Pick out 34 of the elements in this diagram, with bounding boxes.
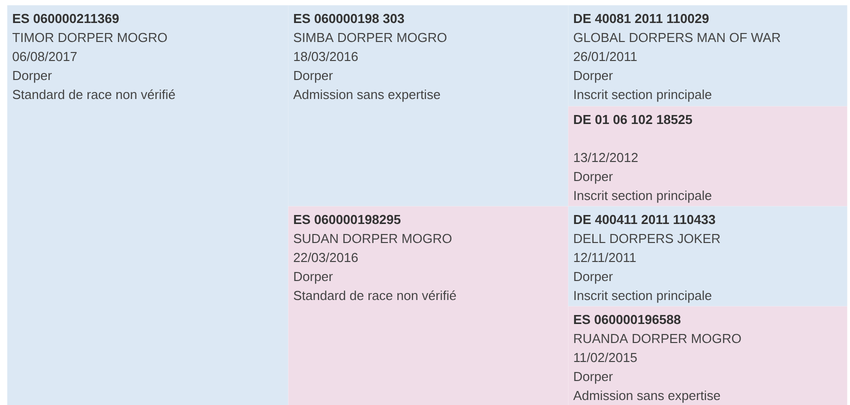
registration-number: DE 40081 2011 110029 — [574, 14, 709, 24]
breed-name: Dorper — [574, 71, 613, 83]
breed-name: Dorper — [294, 71, 333, 83]
breed-name: Dorper — [574, 172, 613, 184]
animal-name: SUDAN DORPER MOGRO — [294, 234, 452, 244]
birth-date: 22/03/2016 — [294, 252, 358, 262]
breed-name: Dorper — [13, 71, 52, 83]
breed-name: Dorper — [574, 372, 613, 384]
status-text: Admission sans expertise — [293, 90, 440, 102]
animal-name: RUANDA DORPER MOGRO — [574, 334, 741, 344]
status-text: Inscrit section principale — [574, 190, 712, 203]
birth-date: 13/12/2012 — [574, 152, 638, 162]
registration-number: DE 01 06 102 18525 — [574, 114, 692, 124]
animal-name: TIMOR DORPER MOGRO — [12, 32, 167, 42]
birth-date: 06/08/2017 — [12, 52, 77, 62]
registration-number: DE 400411 2011 110433 — [574, 214, 716, 224]
animal-name: SIMBA DORPER MOGRO — [294, 32, 446, 42]
birth-date: 11/02/2015 — [574, 352, 637, 362]
status-text: Inscrit section principale — [574, 90, 712, 102]
breed-name: Dorper — [294, 272, 333, 284]
birth-date: 26/01/2011 — [574, 52, 637, 62]
status-text: Standard de race non vérifié — [12, 89, 175, 100]
animal-name: DELL DORPERS JOKER — [574, 234, 720, 244]
status-text: Inscrit section principale — [574, 290, 712, 303]
birth-date: 12/11/2011 — [574, 252, 636, 262]
breed-name: Dorper — [574, 272, 613, 284]
status-text: Admission sans expertise — [573, 390, 720, 403]
status-text: Standard de race non vérifié — [294, 290, 456, 300]
registration-number: ES 060000211369 — [13, 14, 119, 24]
registration-number: ES 060000198295 — [294, 214, 401, 224]
birth-date: 18/03/2016 — [294, 52, 358, 62]
registration-number: ES 060000198 303 — [294, 14, 404, 24]
registration-number: ES 060000196588 — [574, 314, 680, 324]
animal-name: GLOBAL DORPERS MAN OF WAR — [574, 32, 780, 42]
